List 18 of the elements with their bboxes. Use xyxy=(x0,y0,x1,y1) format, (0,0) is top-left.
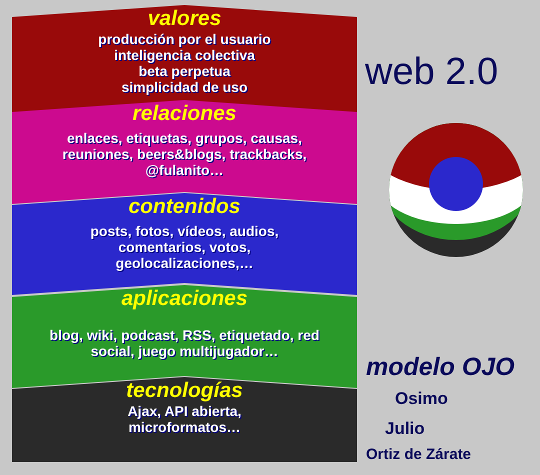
title-text: web 2.0 xyxy=(365,50,498,94)
layer-heading: aplicaciones xyxy=(121,287,248,311)
author-name: Ortiz de Zárate xyxy=(366,445,472,465)
layer-text: beta perpetua xyxy=(138,63,230,79)
layer-heading: relaciones xyxy=(132,102,236,126)
layer-heading: tecnologías xyxy=(126,379,243,403)
layer-text: enlaces, etiquetas, grupos, causas, reuniones, beers&blogs, trackbacks, @fulanito… xyxy=(61,130,308,178)
author-name: Julio xyxy=(385,418,425,440)
layer-text: Ajax, API abierta, microformatos… xyxy=(126,403,242,435)
layer-text: simplicidad de uso xyxy=(121,79,248,95)
layer-heading: valores xyxy=(148,7,222,31)
layer-text: producción por el usuario xyxy=(98,31,271,47)
layer-text: posts, fotos, vídeos, audios, comentarios, votos, geolocalizaciones,… xyxy=(89,223,280,271)
layer-heading: contenidos xyxy=(128,195,240,219)
author-name: Osimo xyxy=(395,388,448,410)
layer-text: inteligencia colectiva xyxy=(114,47,255,63)
layer-text: blog, wiki, podcast, RSS, etiquetado, red social, juego multijugador… xyxy=(48,327,320,359)
model-name: modelo OJO xyxy=(366,352,515,382)
